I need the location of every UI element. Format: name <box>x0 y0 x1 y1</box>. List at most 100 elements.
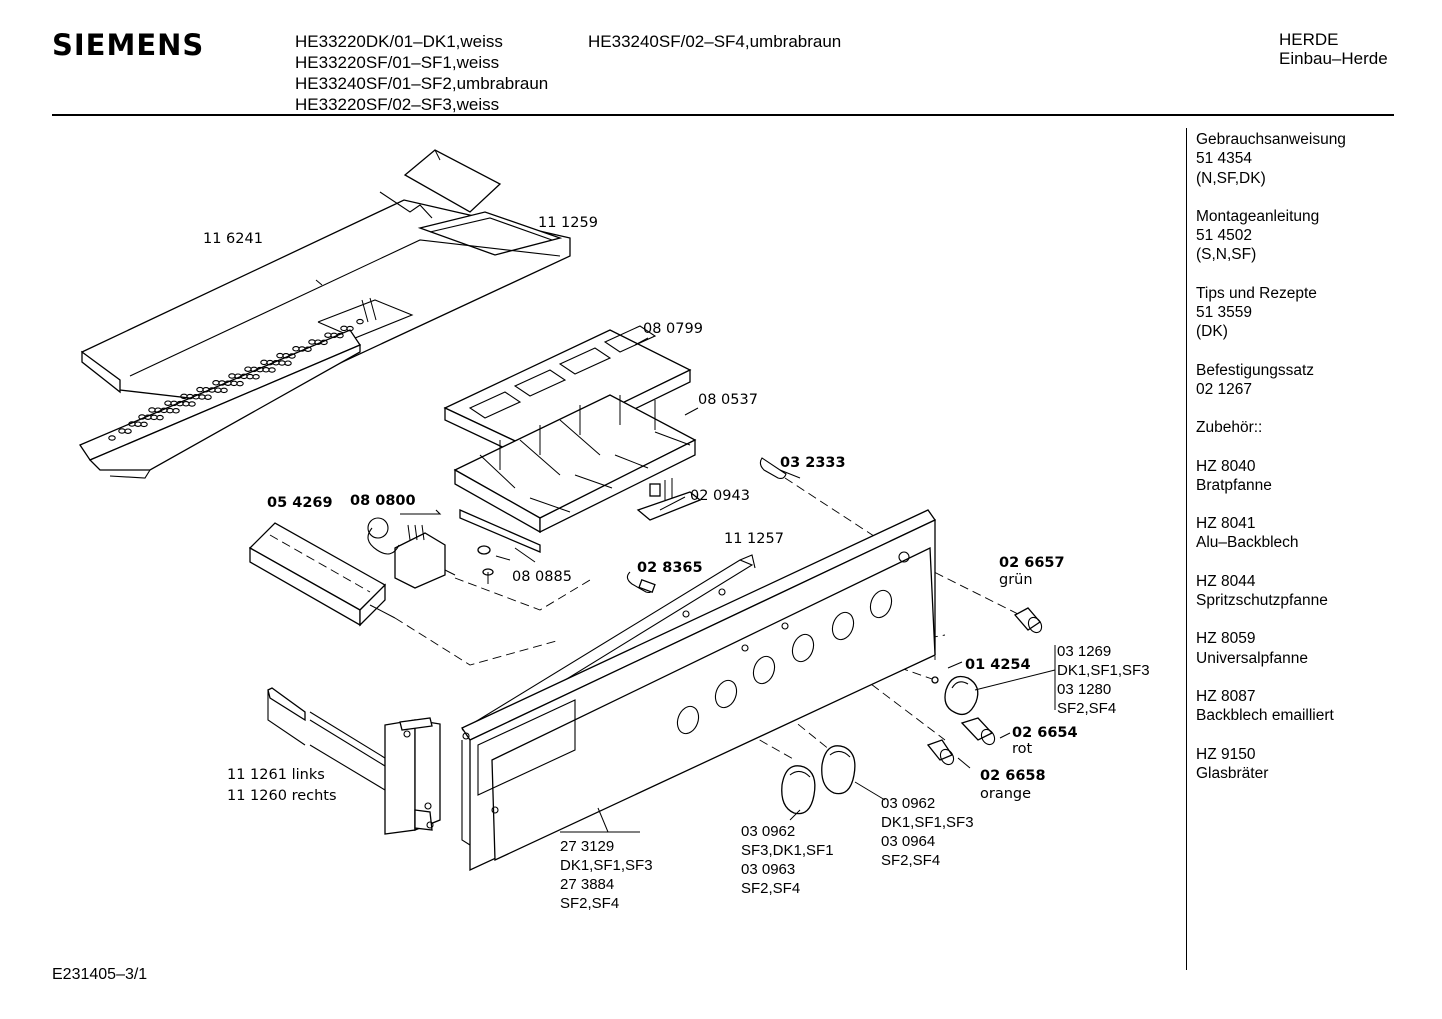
indicator-lamp-red <box>960 717 996 746</box>
part-label-026657: 02 6657 <box>999 555 1065 571</box>
vent-hole <box>108 435 116 441</box>
part-label-273884: 27 3884 <box>560 876 614 893</box>
frame-bracket <box>461 554 756 737</box>
sidebar-group: Zubehör:: <box>1196 418 1436 437</box>
sidebar-text: Zubehör:: <box>1196 419 1263 437</box>
part-variant: SF2,SF4 <box>560 895 619 912</box>
vent-hole <box>228 373 236 379</box>
part-variant: SF2,SF4 <box>741 880 800 897</box>
vent-hole <box>164 400 172 406</box>
vent-hole <box>356 318 364 325</box>
document-code: E231405–3/1 <box>52 966 148 983</box>
knob-left <box>781 765 816 815</box>
vent-hole <box>324 332 332 338</box>
control-front-panel <box>461 509 936 872</box>
lamp-part <box>626 571 656 594</box>
model-item: HE33220DK/01–DK1,weiss <box>295 32 503 51</box>
sidebar-group: Befestigungssatz 02 1267 <box>1196 361 1436 400</box>
part-color-026654: rot <box>1012 741 1033 757</box>
part-label-080800: 08 0800 <box>350 493 416 509</box>
vent-hole <box>138 414 146 420</box>
sidebar-text: 51 3559 <box>1196 304 1253 322</box>
part-color-026657: grün <box>999 572 1033 588</box>
sidebar-text: HZ 8044 <box>1196 572 1256 590</box>
sidebar-text: 02 1267 <box>1196 380 1253 398</box>
part-label-028365: 02 8365 <box>637 560 703 576</box>
switch-part <box>636 478 702 521</box>
vent-hole <box>118 428 126 434</box>
sidebar-group: Tips und Rezepte 51 3559 (DK) <box>1196 284 1436 342</box>
sidebar-text: Spritzschutzpfanne <box>1196 592 1328 610</box>
part-label-111260: 11 1260 rechts <box>227 788 337 804</box>
sidebar-text: HZ 8087 <box>1196 687 1256 705</box>
vent-hole <box>244 366 252 372</box>
brand-logo: SIEMENS <box>52 28 205 62</box>
model-list-2: HE33240SF/02–SF4,umbrabraun <box>588 31 841 52</box>
indicator-lamp-orange <box>926 739 955 766</box>
sidebar-text: Universalpfanne <box>1196 649 1309 667</box>
part-label-111257: 11 1257 <box>724 531 784 547</box>
sidebar-text: (DK) <box>1196 323 1228 341</box>
part-color-026658: orange <box>980 786 1031 802</box>
sidebar-group: Gebrauchsanweisung 51 4354 (N,SF,DK) <box>1196 130 1436 188</box>
sidebar-text: (S,N,SF) <box>1196 246 1257 264</box>
vent-hole <box>340 325 348 332</box>
part-label-031280: 03 1280 <box>1057 681 1111 698</box>
thermostat-part <box>367 509 456 589</box>
category-sub: Einbau–Herde <box>1279 49 1388 68</box>
vent-hole <box>212 380 220 386</box>
part-label-031269: 03 1269 <box>1057 643 1111 660</box>
part-label-080799: 08 0799 <box>643 321 703 337</box>
part-variant: DK1,SF1,SF3 <box>560 857 653 874</box>
vent-holes <box>108 318 364 441</box>
sidebar-divider <box>1186 128 1187 970</box>
model-item: HE33220SF/01–SF1,weiss <box>295 53 500 72</box>
sidebar-group: HZ 8044 Spritzschutzpfanne <box>1196 572 1436 611</box>
part-label-080885: 08 0885 <box>512 569 572 585</box>
part-label-116241: 11 6241 <box>203 231 263 247</box>
sidebar-text: Backblech emailliert <box>1196 707 1334 725</box>
vent-hole <box>276 352 284 359</box>
sidebar-text: (N,SF,DK) <box>1196 169 1266 187</box>
model-list-1: HE33220DK/01–DK1,weiss HE33220SF/01–SF1,… <box>295 31 548 115</box>
part-label-273129: 27 3129 <box>560 838 614 855</box>
sidebar-text: Tips und Rezepte <box>1196 284 1317 302</box>
sidebar-text: HZ 9150 <box>1196 745 1256 763</box>
sidebar-text: Befestigungssatz <box>1196 361 1315 379</box>
part-label-020943: 02 0943 <box>690 488 750 504</box>
sidebar-text: Alu–Backblech <box>1196 534 1299 552</box>
sidebar-text: 51 4354 <box>1196 150 1253 168</box>
part-label-030964: 03 0964 <box>881 833 935 850</box>
vent-hole <box>148 407 156 413</box>
vent-hole <box>196 386 204 393</box>
vent-hole <box>292 346 300 352</box>
part-label-030962-a: 03 0962 <box>881 795 935 812</box>
sidebar-group: HZ 8087 Backblech emailliert <box>1196 687 1436 726</box>
sidebar-group: HZ 8040 Bratpfanne <box>1196 457 1436 496</box>
category-label: HERDE Einbau–Herde <box>1279 30 1388 68</box>
exploded-parts-diagram: 11 6241 11 1259 08 0799 08 0537 03 2333 … <box>79 149 1150 912</box>
part-label-054269: 05 4269 <box>267 495 333 511</box>
vent-hole <box>308 339 316 345</box>
header-rule <box>52 114 1394 116</box>
part-variant: SF3,DK1,SF1 <box>741 842 834 859</box>
part-label-032333: 03 2333 <box>780 455 846 471</box>
part-label-026654: 02 6654 <box>1012 725 1078 741</box>
part-label-080537: 08 0537 <box>698 392 758 408</box>
part-label-030962-b: 03 0962 <box>741 823 795 840</box>
model-item: HE33220SF/02–SF3,weiss <box>295 95 500 114</box>
sidebar-text: HZ 8041 <box>1196 515 1256 533</box>
element-part <box>248 522 396 627</box>
part-label-014254: 01 4254 <box>965 657 1031 673</box>
part-label-111261: 11 1261 links <box>227 767 325 783</box>
sidebar-group: HZ 9150 Glasbräter <box>1196 745 1436 784</box>
model-item: HE33240SF/01–SF2,umbrabraun <box>295 74 549 93</box>
part-variant: DK1,SF1,SF3 <box>881 814 974 831</box>
sidebar-group: Montageanleitung 51 4502 (S,N,SF) <box>1196 207 1436 265</box>
screw-part <box>477 545 511 584</box>
top-trim-strip <box>80 149 571 406</box>
sidebar-group: HZ 8059 Universalpfanne <box>1196 629 1436 668</box>
sidebar-text: Montageanleitung <box>1196 207 1320 225</box>
vent-hole <box>180 393 188 400</box>
part-label-026658: 02 6658 <box>980 768 1046 784</box>
